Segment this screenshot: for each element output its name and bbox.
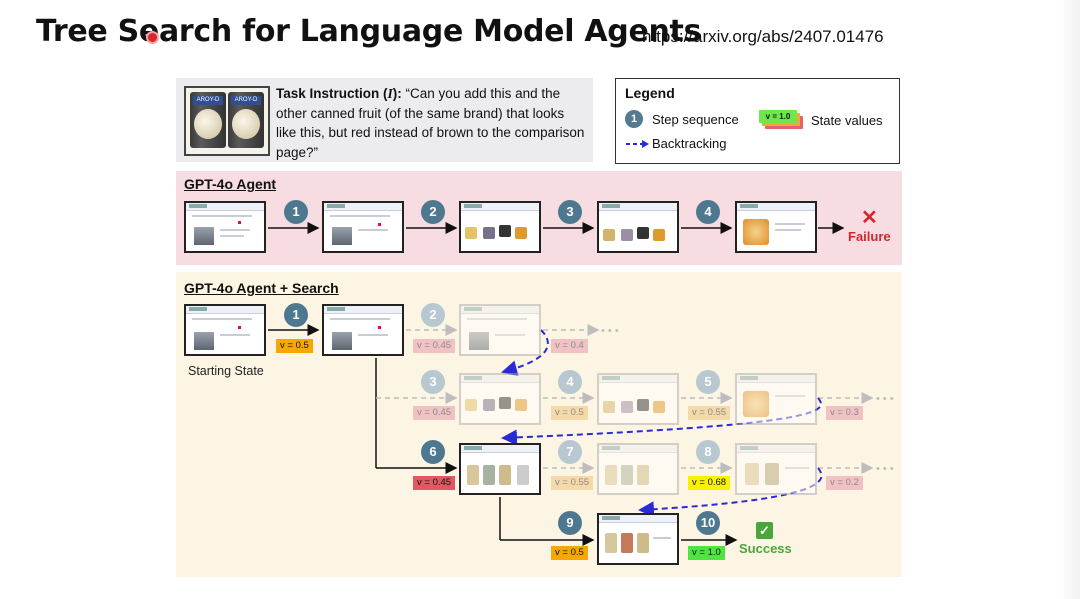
window-edge <box>1061 0 1080 599</box>
legend-value-label: State values <box>811 113 883 128</box>
search-state-5-screenshot <box>735 373 817 425</box>
success-check-icon: ✓ <box>756 522 773 539</box>
value-badge-state-9: v = 0.5 <box>551 546 588 560</box>
value-badge-state-1: v = 0.5 <box>276 339 313 353</box>
search-state-3-screenshot <box>459 373 541 425</box>
value-badge-state-4: v = 0.5 <box>551 406 588 420</box>
agent-step-3-circle: 3 <box>558 200 582 224</box>
value-card-green: v = 1.0 <box>759 110 797 123</box>
value-badge-state-5-child: v = 0.3 <box>826 406 863 420</box>
legend: Legend 1 Step sequence v = 1.0 State val… <box>615 78 900 164</box>
can-left: AROY-D <box>190 92 226 148</box>
fruit-graphic <box>232 109 260 139</box>
value-badge-state-2: v = 0.45 <box>413 339 456 353</box>
search-step-8-circle: 8 <box>696 440 720 464</box>
search-panel-title: GPT-4o Agent + Search <box>184 280 339 296</box>
failure-icon: ✕ <box>861 207 878 229</box>
value-badge-state-3: v = 0.45 <box>413 406 456 420</box>
search-step-3-circle: 3 <box>421 370 445 394</box>
legend-step-label: Step sequence <box>652 112 739 127</box>
slide-title: Tree Search for Language Model Agents <box>36 14 702 49</box>
task-symbol: I <box>387 86 393 101</box>
agent-step-2-circle: 2 <box>421 200 445 224</box>
search-step-9-circle: 9 <box>558 511 582 535</box>
task-label: Task Instruction ( <box>276 86 388 101</box>
search-state-2-screenshot <box>459 304 541 356</box>
agent-panel-title: GPT-4o Agent <box>184 176 277 192</box>
legend-step-circle: 1 <box>625 110 643 128</box>
paper-url[interactable]: https://arxiv.org/abs/2407.01476 <box>642 27 884 46</box>
search-step-4-circle: 4 <box>558 370 582 394</box>
value-badge-state-5: v = 0.55 <box>688 406 731 420</box>
search-state-1-screenshot <box>322 304 404 356</box>
task-quote: “Can you add this and the other canned f… <box>276 86 585 160</box>
search-step-5-circle: 5 <box>696 370 720 394</box>
search-state-8-screenshot <box>735 443 817 495</box>
success-label: Success <box>739 541 792 556</box>
task-label-close: ): <box>392 86 402 101</box>
agent-state-0-screenshot <box>184 201 266 253</box>
failure-label: Failure <box>848 229 891 244</box>
search-step-6-circle: 6 <box>421 440 445 464</box>
value-badge-state-6: v = 0.45 <box>413 476 456 490</box>
search-step-2-circle: 2 <box>421 303 445 327</box>
legend-backtrack-label: Backtracking <box>652 136 727 151</box>
starting-state-label: Starting State <box>188 364 264 378</box>
agent-state-4-screenshot <box>735 201 817 253</box>
search-step-1-circle: 1 <box>284 303 308 327</box>
agent-state-3-screenshot <box>597 201 679 253</box>
value-badge-state-8-child: v = 0.2 <box>826 476 863 490</box>
value-badge-state-10: v = 1.0 <box>688 546 725 560</box>
search-state-6-screenshot <box>459 443 541 495</box>
fruit-graphic <box>194 109 222 139</box>
search-state-7-screenshot <box>597 443 679 495</box>
dashed-arrow-icon <box>626 140 649 148</box>
search-step-10-circle: 10 <box>696 511 720 535</box>
search-start-screenshot <box>184 304 266 356</box>
can-label: AROY-D <box>231 96 261 105</box>
value-badge-state-8: v = 0.68 <box>688 476 731 490</box>
agent-step-4-circle: 4 <box>696 200 720 224</box>
value-badge-state-7: v = 0.55 <box>551 476 594 490</box>
legend-title: Legend <box>625 85 675 101</box>
agent-state-1-screenshot <box>322 201 404 253</box>
value-badge-state-2-child: v = 0.4 <box>551 339 588 353</box>
can-right: AROY-D <box>228 92 264 148</box>
search-state-4-screenshot <box>597 373 679 425</box>
legend-value-stack: v = 1.0 <box>757 108 809 134</box>
search-step-7-circle: 7 <box>558 440 582 464</box>
product-image: AROY-D AROY-D <box>184 86 270 156</box>
search-state-9-screenshot <box>597 513 679 565</box>
pointer-indicator <box>146 31 159 44</box>
can-label: AROY-D <box>193 96 223 105</box>
task-instruction-text: Task Instruction (I): “Can you add this … <box>276 84 588 162</box>
agent-state-2-screenshot <box>459 201 541 253</box>
agent-step-1-circle: 1 <box>284 200 308 224</box>
